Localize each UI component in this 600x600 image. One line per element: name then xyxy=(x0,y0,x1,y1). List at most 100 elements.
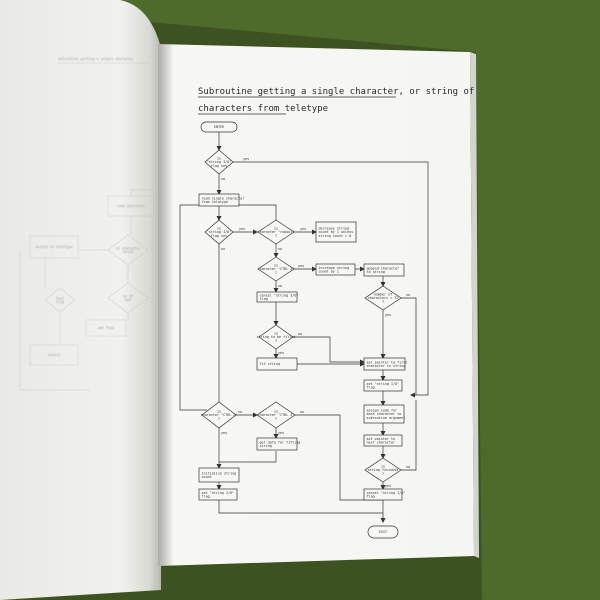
decision-d5-line-2: characters > 72 xyxy=(368,296,399,300)
edge-label-no-11: no xyxy=(298,332,302,336)
process-box-setflag1-line-2: flag xyxy=(367,386,375,390)
edge-label-no-2: no xyxy=(221,177,225,181)
edge-label-yes-12: yes xyxy=(278,351,284,355)
right-page-edge xyxy=(470,52,479,558)
process-box-setptr_next-line-1: set pointer to xyxy=(367,437,396,441)
decision-d7-line-3: ? xyxy=(218,417,220,421)
left-page-decision-2-line-1: is it xyxy=(123,294,133,298)
connector-26 xyxy=(295,414,383,501)
left-page-connector-5 xyxy=(130,189,157,299)
process-box-fit-line-1: fit string xyxy=(260,362,280,366)
connector-14 xyxy=(401,297,417,395)
process-box-setflag1-line-1: set "string I/O" xyxy=(367,382,400,386)
decision-d7-line-2: character "CTRL Z" xyxy=(201,413,238,417)
process-box-cancel1-line-2: flag xyxy=(260,297,268,301)
start-terminal-label: ENTER xyxy=(214,125,225,129)
process-box-cancel2-line-1: cancel "string I/O" xyxy=(367,491,406,495)
connector-7 xyxy=(179,204,277,411)
decision-d9-line-3: ? xyxy=(382,472,384,476)
process-box-decrease-line-3: string count = 0 xyxy=(319,234,352,238)
process-box-getdata-line-1: get data for fitting xyxy=(260,440,301,444)
process-box-read-line-2: from teletype xyxy=(202,200,229,204)
decision-d2-line-2: "string I/O" xyxy=(207,230,232,234)
edge-label-yes-3: yes xyxy=(239,227,245,231)
flowchart-edge-labels: yesnoyesnoyesnoyesnonoyesnoyesnoyesnoyes… xyxy=(221,157,410,488)
end-terminal: EXIT xyxy=(367,525,399,539)
process-box-increase-line-2: count by 1 xyxy=(319,270,339,274)
edge-label-no-6: no xyxy=(278,247,282,251)
connector-3 xyxy=(233,161,429,398)
end-terminal-label: EXIT xyxy=(379,530,387,534)
edge-label-no-8: no xyxy=(278,284,282,288)
decision-d1: is"string I/O"flag set xyxy=(204,149,234,175)
decision-d1-line-2: "string I/O" xyxy=(207,160,232,164)
process-box-cancel1: cancel "string I/O"flag xyxy=(256,291,298,303)
edge-label-yes-1: yes xyxy=(243,157,249,161)
title-line-1: Subroutine getting a single character, o… xyxy=(198,87,474,97)
left-page-box-2-line-1: output to teletype xyxy=(36,245,73,249)
process-box-decrease-line-1: decrease string xyxy=(319,226,350,230)
process-box-setflag2: set "string I/O"flag xyxy=(198,488,238,501)
decision-d8-line-1: is xyxy=(274,409,278,413)
decision-d5-line-3: ? xyxy=(382,300,384,304)
decision-d9-line-1: is xyxy=(381,464,385,468)
decision-d4-line-3: ? xyxy=(275,271,277,275)
left-page-box-1-line-1: read character xyxy=(117,204,146,208)
decision-d6-line-1: is xyxy=(274,331,278,335)
edge-label-no-15: no xyxy=(300,410,304,414)
page-title: Subroutine getting a single character, o… xyxy=(198,87,474,115)
edge-label-yes-18: yes xyxy=(385,484,391,488)
left-page-connector-8 xyxy=(19,250,90,391)
decision-d4-line-1: is xyxy=(274,263,278,267)
decision-d6-line-3: ? xyxy=(275,339,277,343)
edge-label-yes-14: yes xyxy=(221,431,227,435)
process-box-setptr_next-line-2: next character xyxy=(367,441,396,445)
process-box-init-line-2: count xyxy=(202,475,212,479)
left-page-box-3: set flag xyxy=(85,319,127,337)
decision-d6-line-2: string to be filled xyxy=(257,335,296,339)
process-box-init-line-1: initialize string xyxy=(202,471,237,475)
process-box-setflag2-line-2: flag xyxy=(202,495,210,499)
left-page-decision-3-line-1: test xyxy=(56,296,64,300)
decision-d8-line-3: ? xyxy=(275,417,277,421)
decision-d1-line-3: flag set xyxy=(211,164,227,168)
left-page-decision-2-line-2: end xyxy=(125,298,131,302)
left-page-box-3-line-1: set flag xyxy=(98,326,114,330)
flowchart-connectors xyxy=(179,132,429,523)
process-box-increase-line-1: increase string xyxy=(319,266,350,270)
left-page-box-2: output to teletype xyxy=(29,235,79,259)
left-page-bleed-through: subroutine getting a single character rea… xyxy=(19,57,157,391)
process-box-cancel2-line-2: flag xyxy=(367,495,375,499)
gutter-shadow xyxy=(158,44,174,566)
connector-25 xyxy=(219,451,277,463)
decision-d5-line-1: number of xyxy=(374,292,392,296)
decision-d3-line-2: character "rubout" xyxy=(258,230,295,234)
left-page xyxy=(0,0,161,600)
edge-label-no-9: no xyxy=(406,293,410,297)
decision-d2-line-3: flag set xyxy=(211,234,227,238)
decision-d4-line-2: character "CTRL Z" xyxy=(258,267,295,271)
left-page-header: subroutine getting a single character xyxy=(58,57,134,61)
process-box-assign-line-1: assign code for xyxy=(367,408,398,412)
decision-d3-line-1: is xyxy=(274,226,278,230)
process-box-assign-line-3: subroutine argument xyxy=(367,416,406,420)
edge-label-yes-7: yes xyxy=(298,264,304,268)
connector-29 xyxy=(401,400,417,471)
left-page-decision-1-line-1: is character xyxy=(116,246,141,250)
process-box-setptr_first-line-1: set pointer to first xyxy=(367,360,408,364)
process-box-setflag2-line-1: set "string I/O" xyxy=(202,491,235,495)
decision-d9-line-2: string finished xyxy=(368,468,399,472)
process-box-append-line-2: to string xyxy=(367,270,385,274)
